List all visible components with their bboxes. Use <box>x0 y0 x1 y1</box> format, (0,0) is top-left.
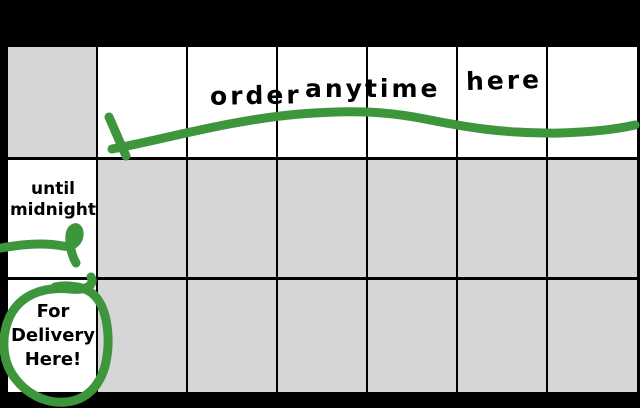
schedule-cell <box>188 160 278 280</box>
header-cell <box>98 47 188 160</box>
schedule-cell <box>188 280 278 392</box>
header-corner-cell <box>8 47 98 160</box>
header-cell <box>548 47 637 160</box>
schedule-cell <box>458 160 548 280</box>
schedule-cell <box>458 280 548 392</box>
bottom-black-band <box>0 395 640 408</box>
schedule-cell <box>548 160 637 280</box>
header-annotation-word: anytime <box>305 74 441 103</box>
header-cell <box>458 47 548 160</box>
schedule-cell <box>368 280 458 392</box>
schedule-cell <box>278 280 368 392</box>
header-cell <box>368 47 458 160</box>
schedule-cell <box>278 160 368 280</box>
schedule-cell <box>98 160 188 280</box>
schedule-cell <box>548 280 637 392</box>
row-label-until-midnight: until midnight <box>9 179 97 220</box>
top-black-band <box>0 0 640 44</box>
schedule-cell <box>368 160 458 280</box>
header-annotation-word: here <box>465 65 543 96</box>
schedule-cell <box>98 280 188 392</box>
row-label-for-delivery-here: For Delivery Here! <box>10 301 96 370</box>
header-annotation-word: order <box>209 80 302 111</box>
